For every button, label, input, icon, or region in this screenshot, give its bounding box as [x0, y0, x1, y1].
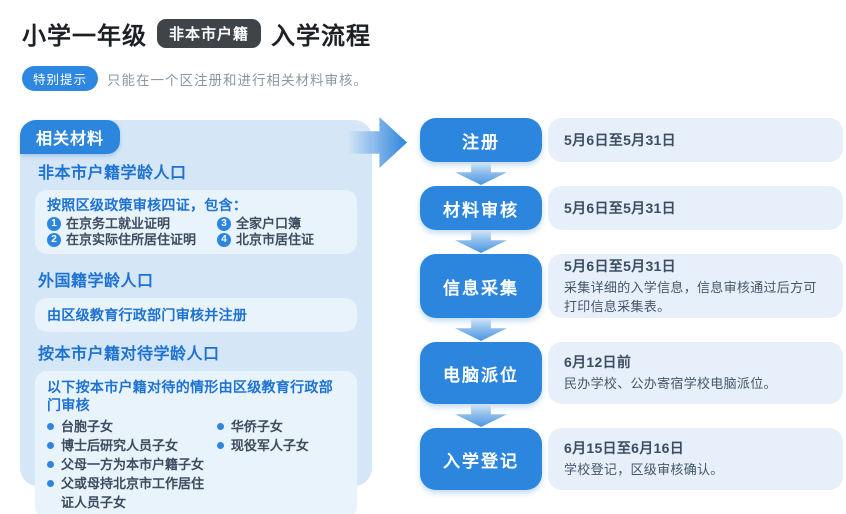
bullet-label: 父或母持北京市工作居住证人员子女	[61, 476, 205, 510]
arrow-down-icon	[455, 163, 507, 185]
step-info-computer-allocation: 6月12日前 民办学校、公办寄宿学校电脑派位。	[548, 342, 843, 404]
page-header: 小学一年级 非本市户籍 入学流程	[22, 16, 371, 51]
number-4-icon: 4	[217, 233, 231, 247]
step-pill-enrollment-registration: 入学登记	[420, 428, 542, 490]
number-3-icon: 3	[217, 217, 231, 231]
foreign-box-title: 由区级教育行政部门审核并注册	[47, 307, 248, 323]
bullet-dot-icon	[216, 423, 224, 430]
certificates-grid: 1 在京务工就业证明 3 全家户口簿 2 在京实际住所居住证明 4 北京市居住证	[47, 216, 345, 248]
list-item: 现役军人子女	[216, 436, 345, 455]
section-heading-nonlocal: 非本市户籍学龄人口	[38, 165, 187, 182]
certificate-label: 在京实际住所居住证明	[66, 232, 197, 247]
flow-step-enrollment-registration: 入学登记 6月15日至6月16日 学校登记，区级审核确认。	[420, 428, 843, 490]
page-title-right: 入学流程	[271, 23, 372, 50]
list-item: 3 全家户口簿	[217, 216, 345, 232]
step-description: 民办学校、公办寄宿学校电脑派位。	[564, 376, 777, 392]
step-pill-register: 注册	[420, 118, 542, 162]
list-item: 父或母持北京市工作居住证人员子女	[47, 474, 217, 512]
special-tip-text: 只能在一个区注册和进行相关材料审核。	[107, 72, 369, 88]
arrow-down-icon	[455, 231, 507, 253]
certificates-box-title: 按照区级政策审核四证，包含：	[47, 197, 248, 213]
flow-step-computer-allocation: 电脑派位 6月12日前 民办学校、公办寄宿学校电脑派位。	[420, 342, 843, 404]
materials-panel-body: 非本市户籍学龄人口 按照区级政策审核四证，包含： 1 在京务工就业证明 3 全家…	[35, 164, 357, 514]
treated-as-local-columns: 台胞子女 博士后研究人员子女 父母一方为本市户籍子女 父或母持北京市工	[47, 417, 345, 512]
bullet-column-left: 台胞子女 博士后研究人员子女 父母一方为本市户籍子女 父或母持北京市工	[47, 417, 217, 512]
nonlocal-certificates-box: 按照区级政策审核四证，包含： 1 在京务工就业证明 3 全家户口簿 2 在京实际…	[35, 190, 357, 254]
step-date: 5月6日至5月31日	[564, 200, 676, 216]
foreign-info-box: 由区级教育行政部门审核并注册	[35, 298, 357, 332]
special-tip-line: 特别提示 只能在一个区注册和进行相关材料审核。	[22, 66, 368, 91]
bullet-label: 父母一方为本市户籍子女	[61, 457, 205, 472]
certificate-label: 北京市居住证	[236, 232, 315, 247]
list-item: 4 北京市居住证	[217, 232, 345, 248]
step-date: 6月15日至6月16日	[564, 440, 685, 457]
bullet-dot-icon	[216, 442, 224, 449]
number-2-icon: 2	[47, 233, 61, 247]
page-title-left: 小学一年级	[22, 23, 147, 50]
step-date: 5月6日至5月31日	[564, 258, 676, 275]
bullet-dot-icon	[47, 442, 54, 449]
list-item: 台胞子女	[47, 417, 217, 436]
flow-step-info-collection: 信息采集 5月6日至5月31日 采集详细的入学信息，信息审核通过后方可打印信息采…	[420, 254, 843, 318]
list-item: 华侨子女	[216, 417, 345, 436]
list-item: 1 在京务工就业证明	[47, 216, 217, 232]
number-1-icon: 1	[47, 217, 61, 231]
step-pill-computer-allocation: 电脑派位	[420, 342, 542, 404]
step-description: 学校登记，区级审核确认。	[564, 462, 724, 478]
materials-panel-tab: 相关材料	[20, 120, 120, 154]
household-registration-badge: 非本市户籍	[157, 19, 262, 48]
bullet-label: 博士后研究人员子女	[61, 438, 179, 453]
step-pill-material-review: 材料审核	[420, 186, 542, 230]
flow-step-material-review: 材料审核 5月6日至5月31日	[420, 186, 843, 230]
list-item: 2 在京实际住所居住证明	[47, 232, 217, 248]
bullet-column-right: 华侨子女 现役军人子女	[216, 417, 345, 512]
list-item: 父母一方为本市户籍子女	[47, 455, 217, 474]
section-heading-foreign: 外国籍学龄人口	[38, 273, 154, 290]
certificate-label: 全家户口簿	[236, 216, 302, 231]
special-tip-badge: 特别提示	[22, 66, 99, 91]
treated-as-local-box-title: 以下按本市户籍对待的情形由区级教育行政部门审核	[47, 379, 333, 413]
step-info-enrollment-registration: 6月15日至6月16日 学校登记，区级审核确认。	[548, 428, 843, 490]
bullet-label: 华侨子女	[230, 419, 283, 434]
materials-panel: 相关材料 非本市户籍学龄人口 按照区级政策审核四证，包含： 1 在京务工就业证明…	[20, 120, 372, 514]
certificate-label: 在京务工就业证明	[66, 216, 171, 231]
step-date: 5月6日至5月31日	[564, 132, 676, 148]
treated-as-local-box: 以下按本市户籍对待的情形由区级教育行政部门审核 台胞子女 博士后研究人员子女	[35, 371, 357, 514]
flow-step-register: 注册 5月6日至5月31日	[420, 118, 843, 162]
step-info-register: 5月6日至5月31日	[548, 118, 843, 162]
enrollment-flow: 注册 5月6日至5月31日 材料审核 5月6日至5月31日 信息采集 5月6日至…	[420, 118, 843, 490]
bullet-label: 现役军人子女	[230, 438, 309, 453]
section-heading-treated-as-local: 按本市户籍对待学龄人口	[38, 346, 220, 363]
step-info-material-review: 5月6日至5月31日	[548, 186, 843, 230]
step-pill-info-collection: 信息采集	[420, 254, 542, 318]
step-description: 采集详细的入学信息，信息审核通过后方可打印信息采集表。	[564, 280, 817, 314]
step-date: 6月12日前	[564, 354, 632, 371]
arrow-down-icon	[455, 405, 507, 427]
bullet-dot-icon	[47, 461, 54, 468]
arrow-down-icon	[455, 319, 507, 341]
bullet-label: 台胞子女	[61, 419, 114, 434]
list-item: 博士后研究人员子女	[47, 436, 217, 455]
bullet-dot-icon	[47, 423, 54, 430]
bullet-dot-icon	[47, 480, 54, 487]
step-info-info-collection: 5月6日至5月31日 采集详细的入学信息，信息审核通过后方可打印信息采集表。	[548, 254, 843, 318]
